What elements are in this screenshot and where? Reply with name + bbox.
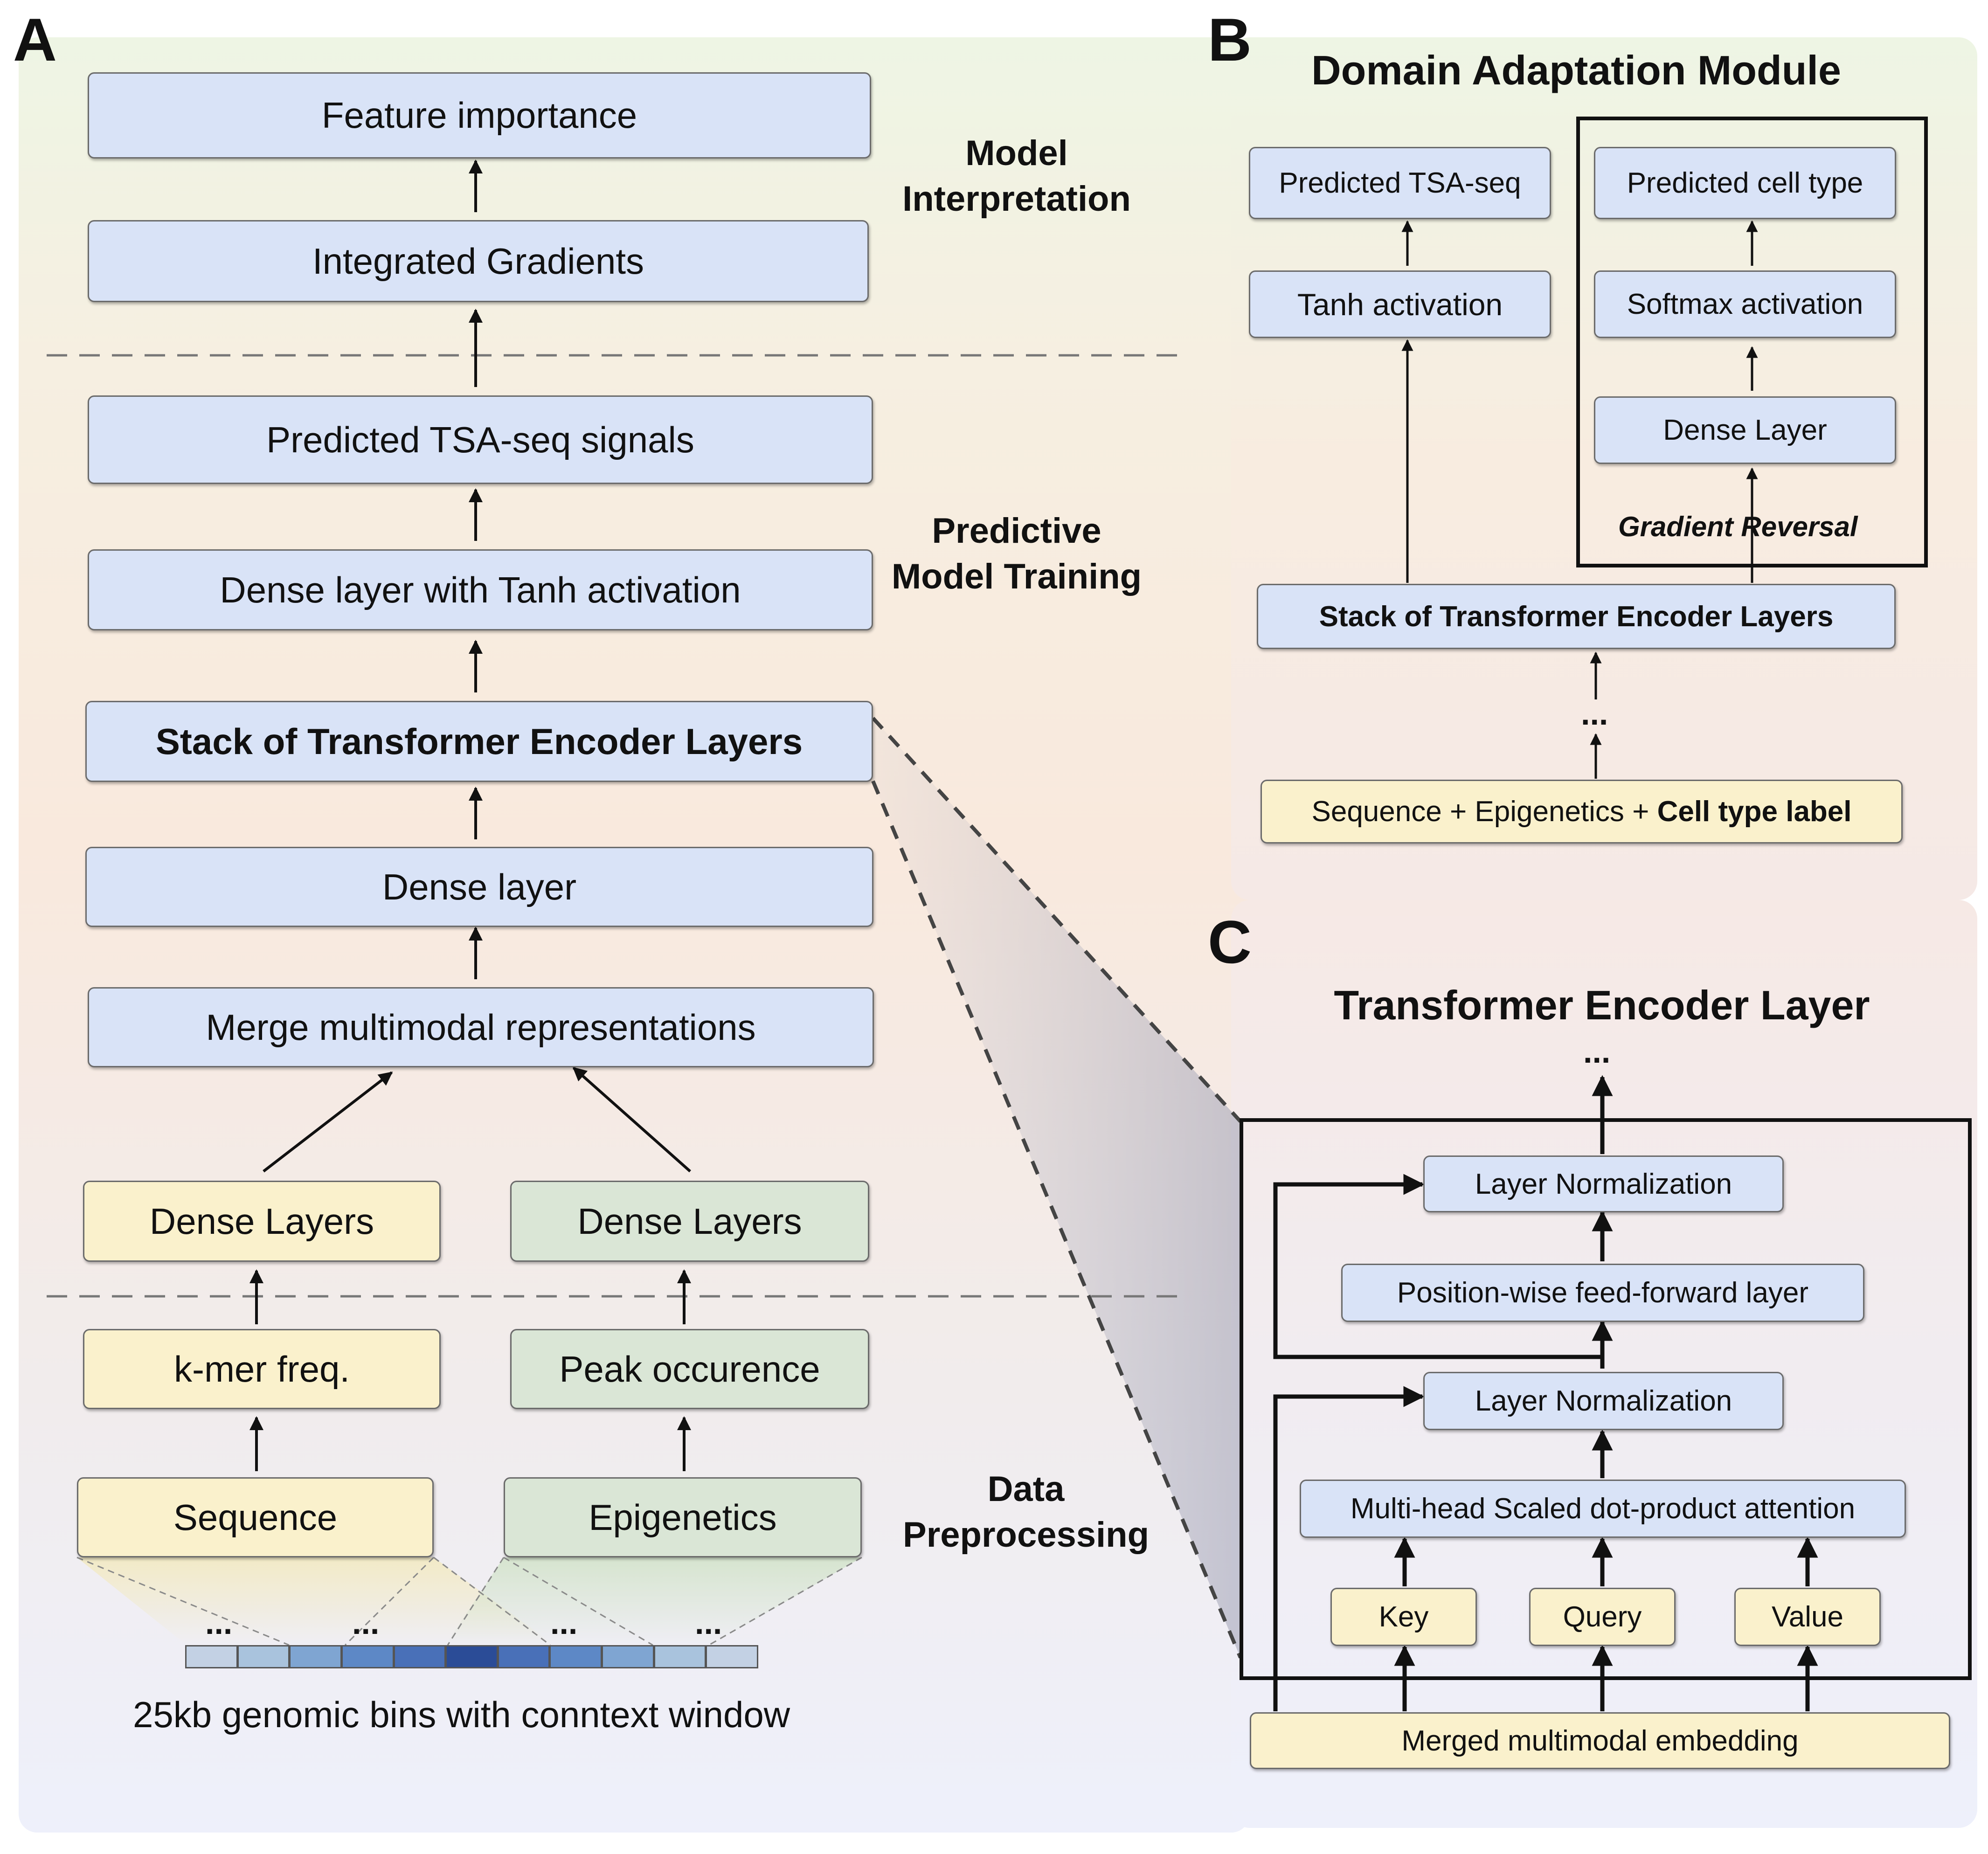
kmer-frequency-box: k-mer freq. [83, 1329, 441, 1409]
tanh-activation-box: Tanh activation [1249, 270, 1551, 338]
genomic-bin [237, 1645, 290, 1668]
dense-layer-box: Dense layer [85, 847, 873, 927]
panel-label-c: C [1208, 908, 1252, 976]
predicted-cell-type-box: Predicted cell type [1594, 147, 1896, 219]
domain-dense-layer-box: Dense Layer [1594, 396, 1896, 464]
epigenetics-dense-layers-box: Dense Layers [510, 1181, 869, 1262]
feature-importance-box: Feature importance [88, 72, 871, 159]
encoder-output-ellipsis: ... [1583, 1033, 1611, 1070]
domain-transformer-stack-box: Stack of Transformer Encoder Layers [1257, 584, 1896, 649]
multihead-attention-box: Multi-head Scaled dot-product attention [1300, 1480, 1906, 1538]
key-box: Key [1330, 1588, 1477, 1646]
residual-bottom [1273, 1386, 1425, 1711]
genomic-bin [341, 1645, 394, 1668]
panel-label-a: A [13, 6, 57, 74]
transformer-encoder-title: Transformer Encoder Layer [1334, 982, 1870, 1028]
merged-embedding-box: Merged multimodal embedding [1250, 1712, 1950, 1769]
arrow-seq-dense-to-merge [263, 1071, 393, 1173]
fan-epigenetics [445, 1557, 862, 1645]
fan-sequence [77, 1557, 555, 1645]
bins-ellipsis-1: ... [205, 1605, 233, 1641]
genomic-bin [185, 1645, 238, 1668]
query-box: Query [1529, 1588, 1676, 1646]
domain-input-box: Sequence + Epigenetics + Cell type label [1261, 780, 1903, 844]
section-data-preprocessing: Data Preprocessing [903, 1469, 1149, 1555]
peak-occurrence-box: Peak occurence [510, 1329, 869, 1409]
section-model-interpretation: Model Interpretation [902, 133, 1131, 219]
section-predictive-training: Predictive Model Training [891, 511, 1142, 596]
merge-representations-box: Merge multimodal representations [88, 987, 874, 1067]
genomic-bin [393, 1645, 446, 1668]
genomic-bin [549, 1645, 603, 1668]
bins-ellipsis-3: ... [550, 1605, 578, 1641]
bins-ellipsis-4: ... [695, 1605, 722, 1641]
genomic-bins-caption: 25kb genomic bins with conntext window [133, 1694, 790, 1735]
value-box: Value [1734, 1588, 1881, 1646]
predicted-signals-box: Predicted TSA-seq signals [88, 395, 873, 484]
gradient-reversal-frame [1576, 117, 1928, 567]
bins-ellipsis-2: ... [352, 1605, 380, 1641]
genomic-bin [445, 1645, 498, 1668]
feed-forward-box: Position-wise feed-forward layer [1341, 1264, 1864, 1322]
gradient-reversal-label: Gradient Reversal [1618, 511, 1858, 542]
encoder-layer-frame [1240, 1118, 1972, 1680]
transformer-stack-box: Stack of Transformer Encoder Layers [85, 701, 873, 782]
panel-a-arrows [249, 159, 691, 1471]
predicted-tsa-box: Predicted TSA-seq [1249, 147, 1551, 219]
softmax-activation-box: Softmax activation [1594, 270, 1896, 338]
sequence-dense-layers-box: Dense Layers [83, 1181, 441, 1262]
fan-guides [76, 1557, 862, 1646]
genomic-bin [706, 1645, 758, 1668]
sequence-input-box: Sequence [77, 1477, 434, 1557]
epigenetics-input-box: Epigenetics [504, 1477, 862, 1557]
genomic-bin [289, 1645, 342, 1668]
layer-norm-top-box: Layer Normalization [1423, 1155, 1784, 1212]
arrow-epi-dense-to-merge [572, 1066, 691, 1173]
domain-input-prefix: Sequence + Epigenetics + [1311, 796, 1657, 828]
genomic-bin [602, 1645, 654, 1668]
genomic-bin-strip [185, 1645, 758, 1668]
layer-norm-bottom-box: Layer Normalization [1423, 1372, 1784, 1430]
domain-adaptation-title: Domain Adaptation Module [1311, 47, 1841, 93]
residual-top [1273, 1174, 1602, 1359]
panel-b-background [1231, 37, 1977, 900]
genomic-bin [497, 1645, 550, 1668]
zoom-line-top [872, 717, 1242, 1123]
zoom-line-bottom [871, 780, 1242, 1659]
domain-stack-ellipsis: ... [1581, 695, 1608, 732]
domain-input-cell-type: Cell type label [1657, 796, 1852, 828]
integrated-gradients-box: Integrated Gradients [88, 220, 869, 302]
dense-tanh-box: Dense layer with Tanh activation [88, 549, 873, 630]
panel-label-b: B [1208, 6, 1252, 74]
genomic-bin [653, 1645, 707, 1668]
zoom-wedge [873, 718, 1240, 1658]
